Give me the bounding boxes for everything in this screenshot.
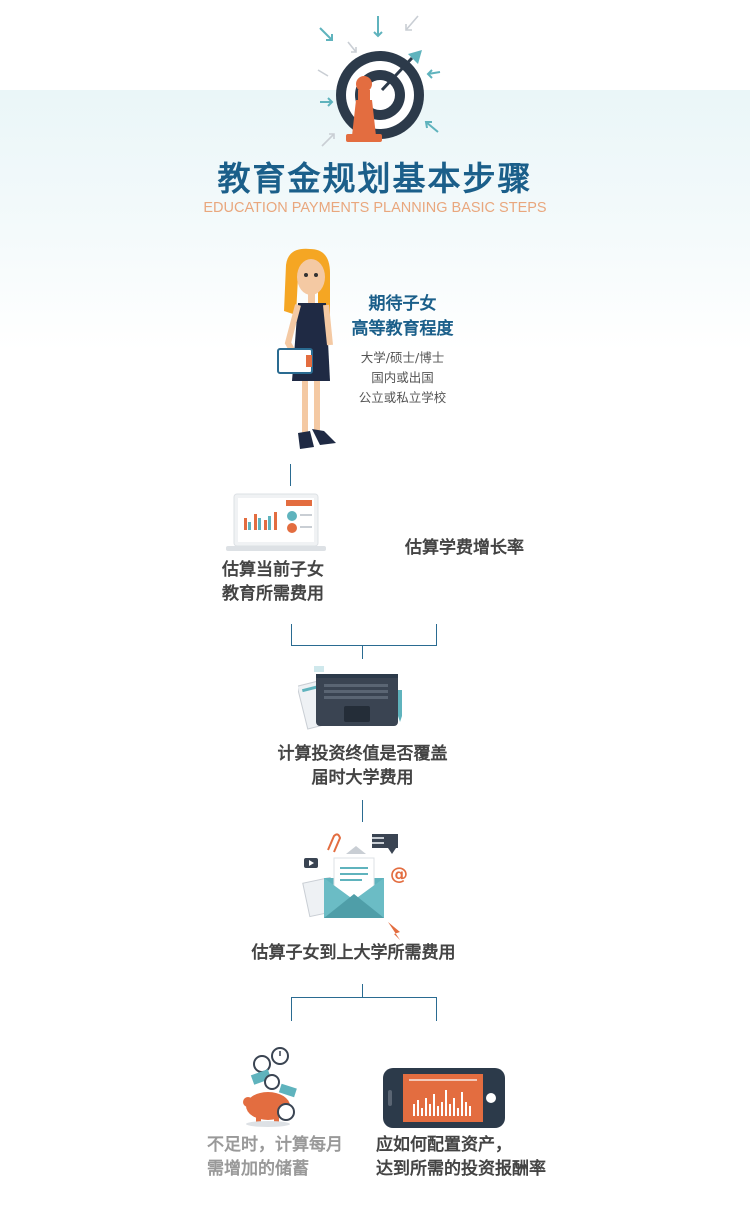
- connector-line: [291, 997, 292, 1021]
- step5-left-line1: 不足时，计算每月: [207, 1135, 343, 1155]
- laptop-documents-icon: [298, 666, 402, 730]
- step3-text: 计算投资终值是否覆盖 届时大学费用: [0, 742, 725, 790]
- step5-right-line2: 达到所需的投资报酬率: [376, 1159, 546, 1179]
- step1-heading-line2: 高等教育程度: [351, 319, 454, 339]
- step1-detail: 公立或私立学校: [358, 390, 447, 405]
- step1-details: 大学/硕士/博士 国内或出国 公立或私立学校: [330, 348, 475, 408]
- svg-text:@: @: [390, 864, 408, 885]
- connector-line: [291, 624, 292, 646]
- connector-line: [362, 984, 363, 998]
- step5-right: 应如何配置资产， 达到所需的投资报酬率: [376, 1133, 546, 1181]
- connector-line: [362, 645, 363, 659]
- smartphone-chart-icon: [383, 1068, 505, 1128]
- page-subtitle: EDUCATION PAYMENTS PLANNING BASIC STEPS: [203, 200, 547, 216]
- connector-line: [290, 464, 291, 486]
- page-title: 教育金规划基本步骤: [217, 159, 533, 198]
- step5-left-line2: 需增加的储蓄: [207, 1159, 309, 1179]
- email-envelope-icon: @: [302, 833, 408, 940]
- step2-left-line2: 教育所需费用: [222, 584, 324, 604]
- step2-left: 估算当前子女 教育所需费用: [222, 558, 324, 606]
- laptop-chart-icon: [226, 493, 326, 551]
- step1-detail: 国内或出国: [371, 370, 434, 385]
- target-icon: [317, 15, 441, 147]
- piggy-bank-icon: [243, 1047, 297, 1127]
- connector-line: [362, 800, 363, 822]
- step2-right: 估算学费增长率: [405, 538, 524, 558]
- connector-line: [436, 624, 437, 646]
- step1-heading: 期待子女 高等教育程度: [330, 292, 475, 342]
- step5-left: 不足时，计算每月 需增加的储蓄: [207, 1133, 343, 1181]
- step4-label: 估算子女到上大学所需费用: [251, 943, 456, 963]
- step2-left-line1: 估算当前子女: [222, 560, 324, 580]
- woman-with-tablet-icon: [277, 248, 336, 449]
- step3-line2: 届时大学费用: [311, 768, 414, 788]
- connector-line: [436, 997, 437, 1021]
- step1-heading-line1: 期待子女: [368, 294, 437, 314]
- step3-line1: 计算投资终值是否覆盖: [277, 744, 448, 764]
- connector-line: [291, 997, 437, 998]
- step1-detail: 大学/硕士/博士: [360, 350, 445, 365]
- connector-line: [291, 645, 437, 646]
- step5-right-line1: 应如何配置资产，: [376, 1135, 512, 1155]
